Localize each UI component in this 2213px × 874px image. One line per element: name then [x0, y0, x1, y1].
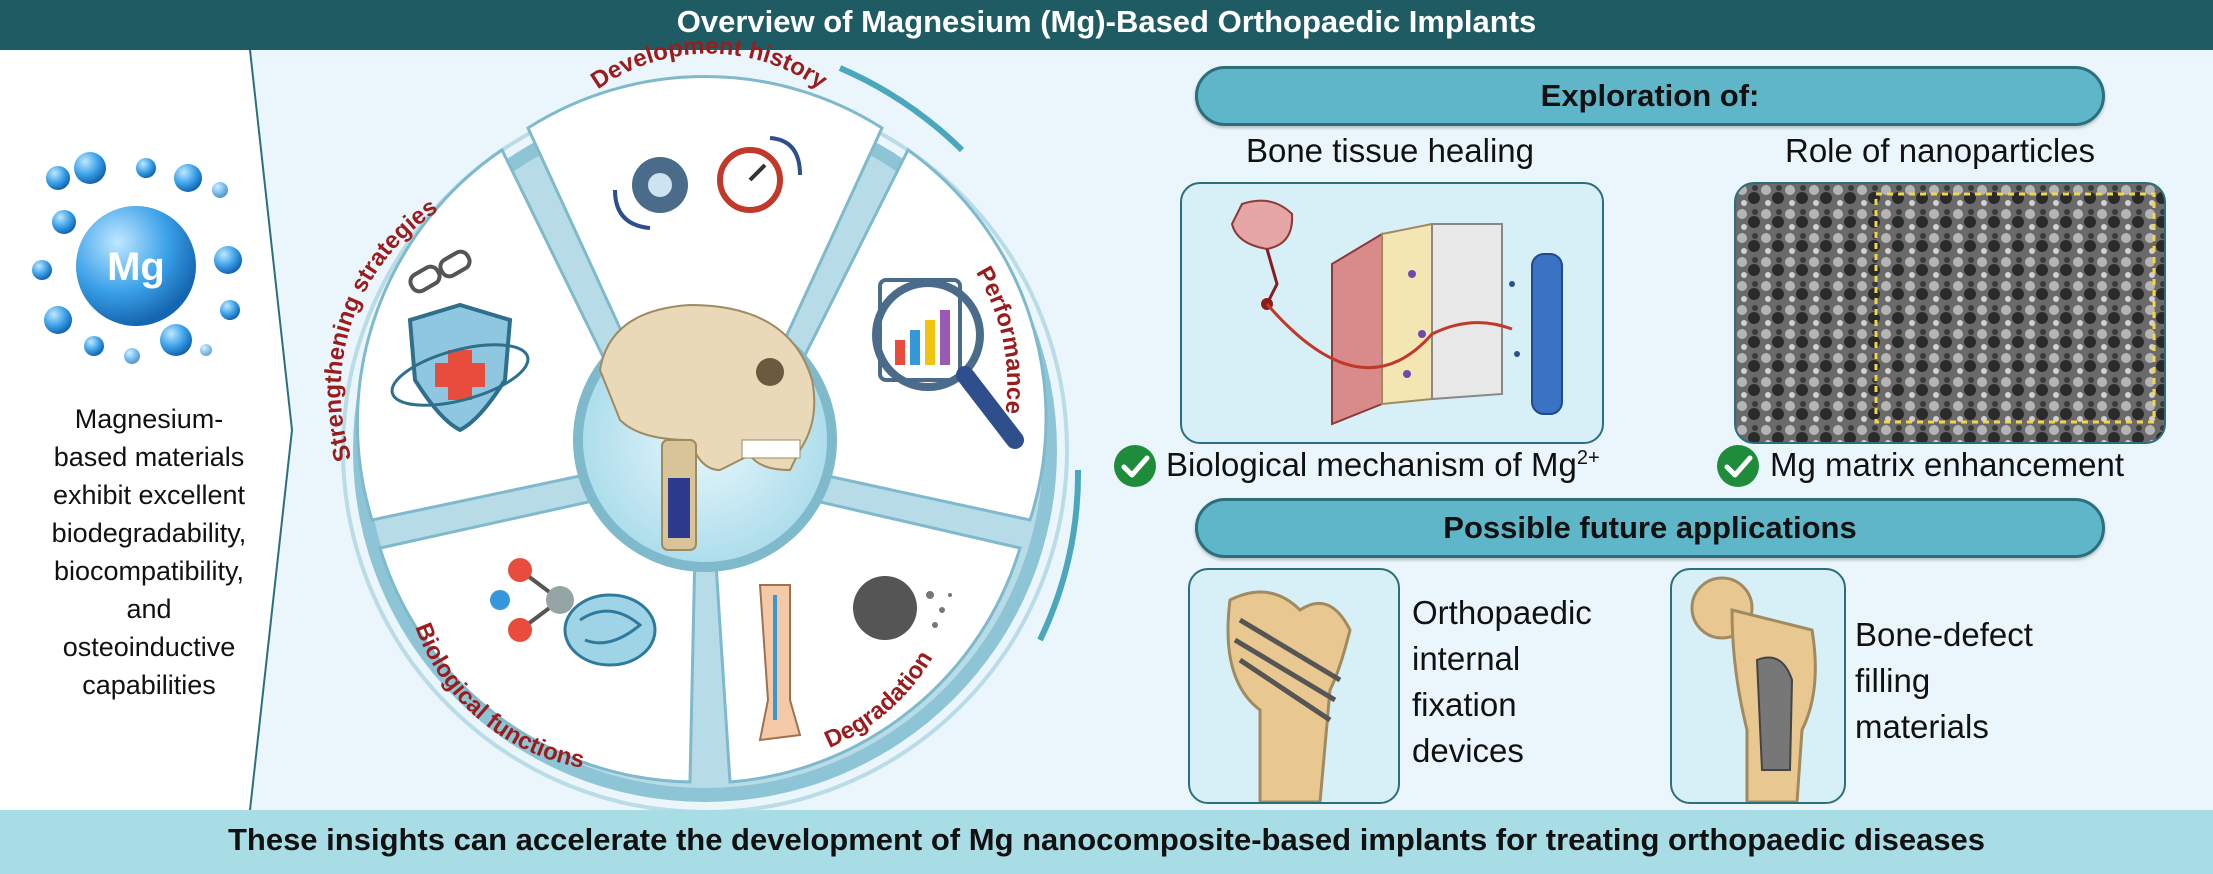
- page-title: Overview of Magnesium (Mg)-Based Orthopa…: [0, 0, 2213, 50]
- accent-arc: [1037, 469, 1082, 642]
- gear-speedometer-icon: [613, 136, 802, 230]
- mg-symbol: Mg: [107, 245, 165, 289]
- bone-filling-label: Bone-defect filling materials: [1855, 612, 2075, 750]
- exploration-header: Exploration of:: [1195, 66, 2105, 126]
- label-line: devices: [1412, 732, 1524, 769]
- description-line: capabilities: [82, 670, 216, 700]
- molecule-protein-icon: [490, 558, 657, 667]
- sem-micrograph-panel: [1734, 182, 2166, 444]
- skull-spine-implant-icon: [598, 303, 816, 551]
- check-icon: [1717, 445, 1759, 487]
- description-line: exhibit excellent: [52, 480, 246, 510]
- femur-filling-icon: [1690, 576, 1817, 802]
- description-line: biocompatibility,: [53, 556, 245, 586]
- nanoparticles-title: Role of nanoparticles: [1784, 132, 2096, 169]
- bone-healing-panel: [1180, 182, 1604, 444]
- label-line: Bone-defect: [1855, 616, 2033, 653]
- bone-tissue-diagram-icon: [1230, 199, 1563, 426]
- shield-chain-icon: [390, 249, 530, 433]
- description-line: osteoinductive: [62, 632, 236, 662]
- accent-arc: [838, 65, 965, 153]
- future-applications-header: Possible future applications: [1195, 498, 2105, 558]
- leg-implant-icon: [758, 576, 952, 742]
- femur-screws-icon: [1226, 590, 1352, 802]
- chart-magnifier-icon: [872, 278, 1024, 449]
- left-chevron-divider: [0, 50, 294, 810]
- bone-healing-title: Bone tissue healing: [1245, 132, 1535, 169]
- label-line: fixation: [1412, 686, 1517, 723]
- fixation-device-panel: [1188, 568, 1400, 804]
- description-line: based materials: [53, 442, 245, 472]
- nanoparticles-check-label: Mg matrix enhancement: [1770, 446, 2124, 483]
- bone-filling-panel: [1670, 568, 1846, 804]
- sem-micrograph-image: [1736, 184, 2164, 442]
- label-line: materials: [1855, 708, 1989, 745]
- footer-banner: These insights can accelerate the develo…: [0, 810, 2213, 874]
- description-line: and: [126, 594, 172, 624]
- label-line: filling: [1855, 662, 1931, 699]
- mg-bubbles-icon: Mg: [32, 152, 242, 364]
- label-line: internal: [1412, 640, 1521, 677]
- check-icon: [1114, 445, 1156, 487]
- fixation-device-label: Orthopaedic internal fixation devices: [1412, 590, 1632, 774]
- description-line: Magnesium-: [74, 404, 224, 434]
- description-line: biodegradability,: [51, 518, 247, 548]
- bone-healing-check-label: Biological mechanism of Mg2+: [1166, 446, 1600, 483]
- label-line: Orthopaedic: [1412, 594, 1592, 631]
- description-text: Magnesium- based materials exhibit excel…: [10, 400, 288, 704]
